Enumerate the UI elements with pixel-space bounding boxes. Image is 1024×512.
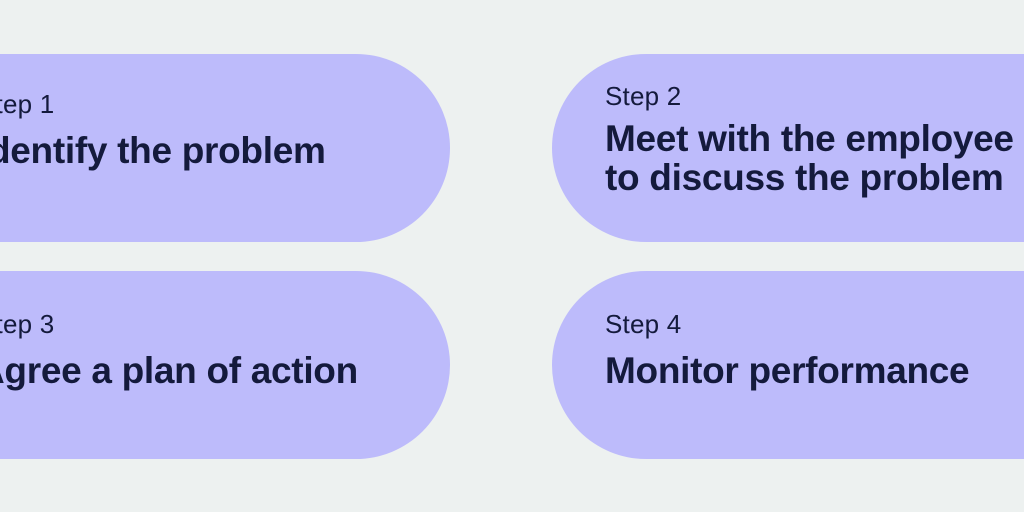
step-4-title-line-1: Monitor performance bbox=[605, 350, 970, 391]
step-2-title: Meet with the employee to discuss the pr… bbox=[605, 119, 1014, 197]
step-2-label: Step 2 bbox=[605, 81, 682, 111]
step-4-content: Step 4 Monitor performance bbox=[605, 309, 970, 391]
step-3-content: Step 3 Agree a plan of action bbox=[0, 309, 358, 391]
step-2-title-line-2: to discuss the problem bbox=[605, 157, 1004, 198]
step-2-content: Step 2 Meet with the employee to discuss… bbox=[605, 81, 1014, 197]
step-1-content: Step 1 Identify the problem bbox=[0, 89, 326, 171]
step-3-title-line-1: Agree a plan of action bbox=[0, 350, 358, 391]
step-1-card: Step 1 Identify the problem bbox=[0, 54, 450, 242]
step-1-label: Step 1 bbox=[0, 89, 55, 119]
step-2-title-line-1: Meet with the employee bbox=[605, 118, 1014, 159]
step-4-title: Monitor performance bbox=[605, 350, 970, 391]
step-3-title: Agree a plan of action bbox=[0, 351, 358, 391]
step-2-card: Step 2 Meet with the employee to discuss… bbox=[552, 54, 1024, 242]
step-1-title: Identify the problem bbox=[0, 131, 326, 171]
step-4-label: Step 4 bbox=[605, 309, 682, 339]
step-1-title-line-1: Identify the problem bbox=[0, 130, 326, 171]
step-4-card: Step 4 Monitor performance bbox=[552, 271, 1024, 459]
step-3-label: Step 3 bbox=[0, 309, 55, 339]
step-3-card: Step 3 Agree a plan of action bbox=[0, 271, 450, 459]
